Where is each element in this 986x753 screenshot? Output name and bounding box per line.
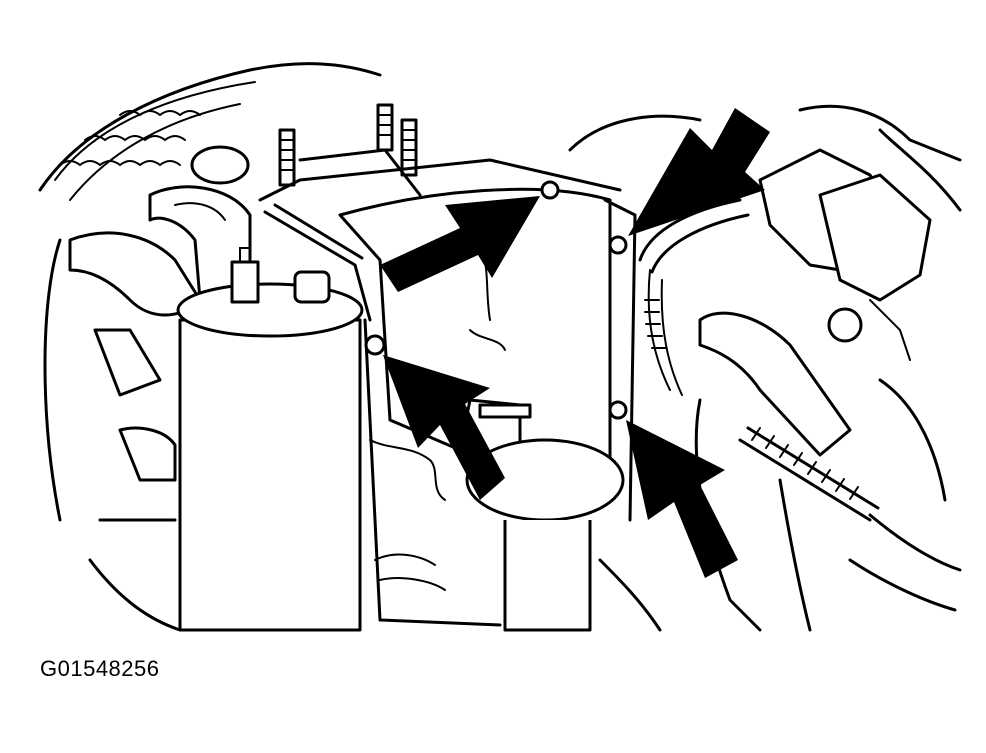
callout-arrow-upper-right: [628, 108, 770, 236]
bolt-right-lower: [608, 400, 628, 420]
bolt-top: [540, 180, 560, 200]
electrical-connector: [758, 104, 962, 361]
right-pipe: [694, 311, 852, 632]
wiring-harness: [638, 198, 750, 396]
callout-arrows: [380, 108, 770, 578]
left-bracket: [88, 328, 182, 632]
callout-arrow-top: [380, 196, 540, 292]
bolt-right-upper: [608, 235, 628, 255]
braided-hose: [738, 426, 962, 572]
cover-bolts: [364, 180, 628, 420]
filter-housing-left: [176, 247, 364, 632]
callout-arrow-lower-right: [626, 420, 738, 578]
background-components: [568, 114, 957, 632]
engine-compartment-illustration: [38, 62, 962, 632]
manifold-gasket: [363, 198, 637, 627]
mounting-studs: [278, 103, 422, 197]
figure-code: G01548256: [40, 656, 160, 681]
callout-arrow-left: [383, 355, 505, 500]
fuel-lines: [258, 158, 622, 322]
bolt-left: [364, 334, 386, 356]
corrugated-cover: [38, 62, 382, 522]
